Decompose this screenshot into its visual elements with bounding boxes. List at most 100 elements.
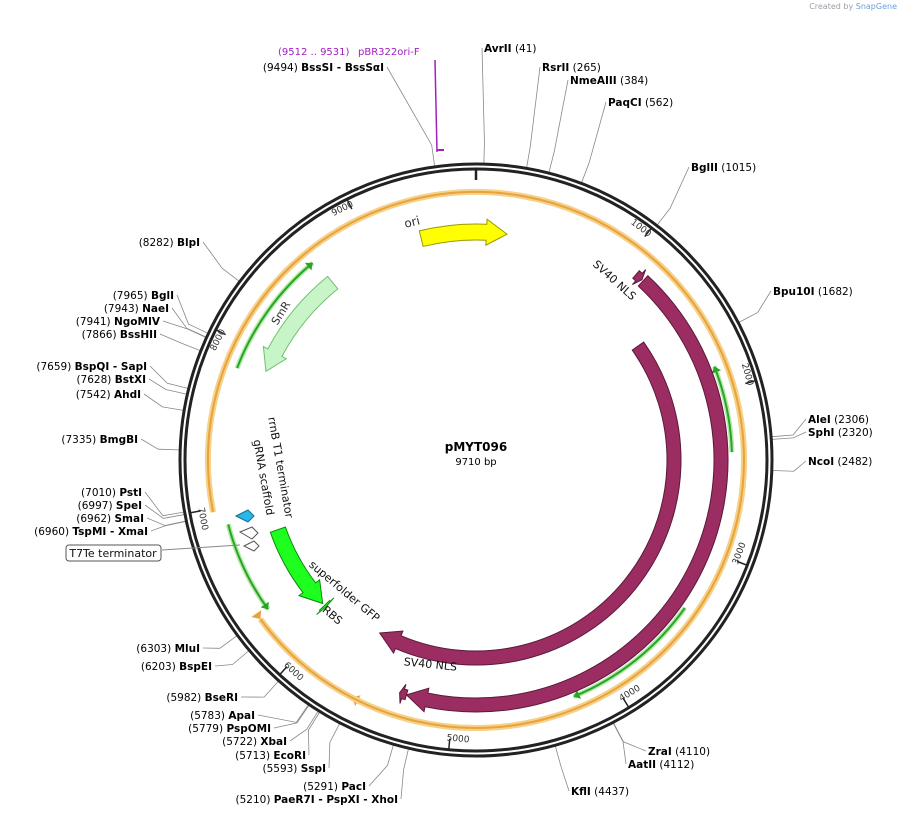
site-label[interactable]: (5713) EcoRI <box>235 750 306 762</box>
site-label[interactable]: KflI (4437) <box>571 786 629 798</box>
tick-mark <box>279 666 288 676</box>
site-leader <box>548 79 569 173</box>
site-label[interactable]: (7335) BmgBI <box>61 434 138 446</box>
orf-green-arrowhead <box>260 601 269 610</box>
site-leader <box>273 705 310 729</box>
site-leader <box>772 418 807 438</box>
site-label[interactable]: NcoI (2482) <box>808 456 872 468</box>
tick-label: 7000 <box>195 507 209 532</box>
orf-arc <box>207 191 745 729</box>
t7te-leader <box>161 544 241 551</box>
site-label[interactable]: SphI (2320) <box>808 427 873 439</box>
feature-ori[interactable] <box>418 218 508 248</box>
site-leader <box>159 333 201 351</box>
site-leader <box>328 723 340 769</box>
site-label[interactable]: PaqCI (562) <box>608 97 673 109</box>
plasmid-name: pMYT096 <box>445 440 507 454</box>
tick-label: 3000 <box>731 541 749 566</box>
tick-mark <box>622 697 630 708</box>
site-leader <box>386 66 436 166</box>
feature-sv40-nls[interactable] <box>399 684 409 704</box>
feature-smr[interactable] <box>262 275 339 373</box>
site-label[interactable]: (7542) AhdI <box>76 389 141 401</box>
site-label[interactable]: (6303) MluI <box>136 643 200 655</box>
feature-cas9[interactable] <box>378 341 682 666</box>
site-leader <box>738 290 772 323</box>
site-label[interactable]: (5722) XbaI <box>222 736 287 748</box>
t7te-box <box>65 544 162 562</box>
orf-green-arc <box>573 607 686 698</box>
orf-green-arrowhead <box>711 366 722 374</box>
sv40-nls-bottom-label: SV40 NLS <box>403 655 457 674</box>
site-leader <box>581 101 607 183</box>
site-leader <box>289 711 319 742</box>
backbone-outer <box>178 162 774 758</box>
site-leader <box>554 746 570 792</box>
tick-label: 5000 <box>446 733 470 745</box>
site-label[interactable]: AatII (4112) <box>628 759 694 771</box>
tick-mark <box>745 379 757 385</box>
site-label[interactable]: (7628) BstXI <box>76 374 146 386</box>
site-label[interactable]: (6962) SmaI <box>76 513 144 525</box>
site-leader <box>148 378 187 395</box>
site-label[interactable]: (5982) BseRI <box>166 692 238 704</box>
site-leader <box>613 723 627 765</box>
feature-cas9[interactable] <box>405 275 729 713</box>
site-leader <box>143 393 184 411</box>
site-leader <box>526 66 541 168</box>
feature-rbs[interactable] <box>316 597 335 615</box>
site-label[interactable]: (8282) BlpI <box>139 237 200 249</box>
tick-mark <box>346 198 353 210</box>
sv40-nls-top-label: SV40 NLS <box>590 258 638 303</box>
primer-name: pBR322ori-F <box>358 47 420 58</box>
site-label[interactable]: (7943) NaeI <box>104 303 169 315</box>
site-label[interactable]: (7010) PstI <box>81 487 142 499</box>
site-leader <box>176 294 208 334</box>
orf-green-arrowhead <box>573 689 582 699</box>
site-label[interactable]: AvrII (41) <box>484 43 537 55</box>
site-leader <box>368 745 394 787</box>
feature-layer <box>262 218 729 713</box>
site-leader <box>150 521 186 532</box>
site-label[interactable]: NmeAIII (384) <box>570 75 648 87</box>
site-leader <box>400 749 409 800</box>
site-label[interactable]: AleI (2306) <box>808 414 869 426</box>
site-label[interactable]: (7941) NgoMIV <box>76 316 161 328</box>
site-leader <box>202 241 240 282</box>
site-label-layer: AvrII (41) RsrII (265)NmeAIII (384) PaqCI … <box>34 43 873 806</box>
site-label[interactable]: (5779) PspOMI <box>188 723 271 735</box>
site-label[interactable]: (5593) SspI <box>262 763 326 775</box>
feature-superfolder-gfp[interactable] <box>269 526 324 605</box>
site-leader <box>657 166 690 226</box>
site-label[interactable]: ZraI (4110) <box>648 746 710 758</box>
site-label[interactable]: (6997) SpeI <box>78 500 142 512</box>
site-leader <box>214 650 249 667</box>
site-label[interactable]: BglII (1015) <box>691 162 756 174</box>
site-leader <box>144 491 184 517</box>
orf-green-arrowhead <box>304 262 313 271</box>
site-label[interactable]: (7866) BssHII <box>82 329 157 341</box>
cas9-inner-label: Cas9 <box>634 503 656 533</box>
ori-label: ori <box>403 213 422 230</box>
site-label[interactable]: (5210) PaeR7I - PspXI - XhoI <box>236 794 399 806</box>
primer-range: (9512 .. 9531) <box>278 47 350 58</box>
site-leader <box>307 712 320 756</box>
site-label[interactable]: RsrII (265) <box>542 62 601 74</box>
site-leader <box>772 460 807 472</box>
site-label[interactable]: Bpu10I (1682) <box>773 286 853 298</box>
site-leader <box>146 517 186 526</box>
orf-layer <box>205 189 747 731</box>
site-label[interactable]: (7965) BglI <box>113 290 174 302</box>
site-label[interactable]: (7659) BspQI - SapI <box>36 361 147 373</box>
site-leader <box>144 504 185 519</box>
site-leader <box>257 704 309 723</box>
site-label[interactable]: (5783) ApaI <box>190 710 255 722</box>
site-leader <box>140 438 180 451</box>
orf-green-arc <box>227 524 269 610</box>
site-label[interactable]: (9494) BssSI - BssSαI <box>263 62 384 74</box>
feature-sv40-nls[interactable] <box>631 269 647 286</box>
orf-green-arc <box>713 366 733 453</box>
site-label[interactable]: (6960) TspMI - XmaI <box>34 526 148 538</box>
site-label[interactable]: (5291) PacI <box>303 781 366 793</box>
site-label[interactable]: (6203) BspEI <box>141 661 212 673</box>
